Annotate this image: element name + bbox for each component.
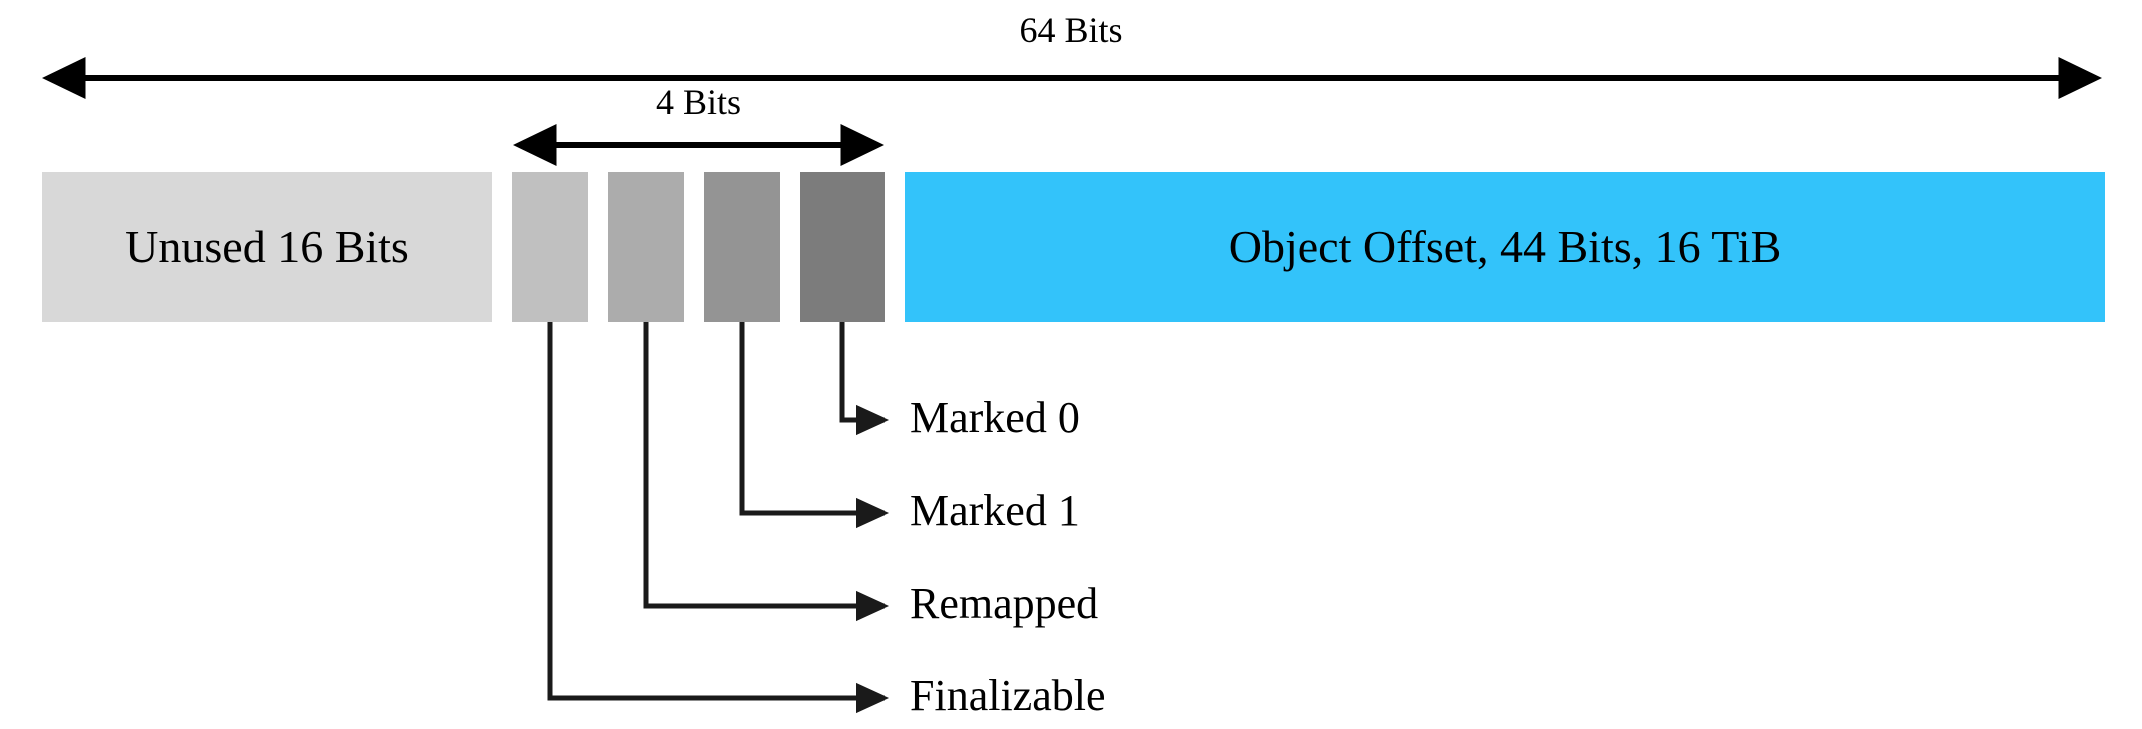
callout-label-marked-0: Marked 0 [910,393,1080,442]
leader-line-marked-1 [739,322,890,529]
callout-label-finalizable: Finalizable [910,671,1106,720]
field-rect-marked1 [704,172,780,322]
field-rect-remapped [608,172,684,322]
leader-line-marked-0 [839,322,890,436]
leader-line-finalizable [547,322,890,714]
callout-label-remapped: Remapped [910,579,1099,628]
span-label-64-bits: 64 Bits [1019,10,1123,50]
field-rect-unused [42,172,492,322]
field-rect-marked0 [800,172,885,322]
field-rect-finalizable [512,172,588,322]
leader-line-remapped [643,322,890,622]
field-rect-object-offset [905,172,2105,322]
span-label-4-bits: 4 Bits [655,82,742,122]
callout-label-marked-1: Marked 1 [910,486,1080,535]
